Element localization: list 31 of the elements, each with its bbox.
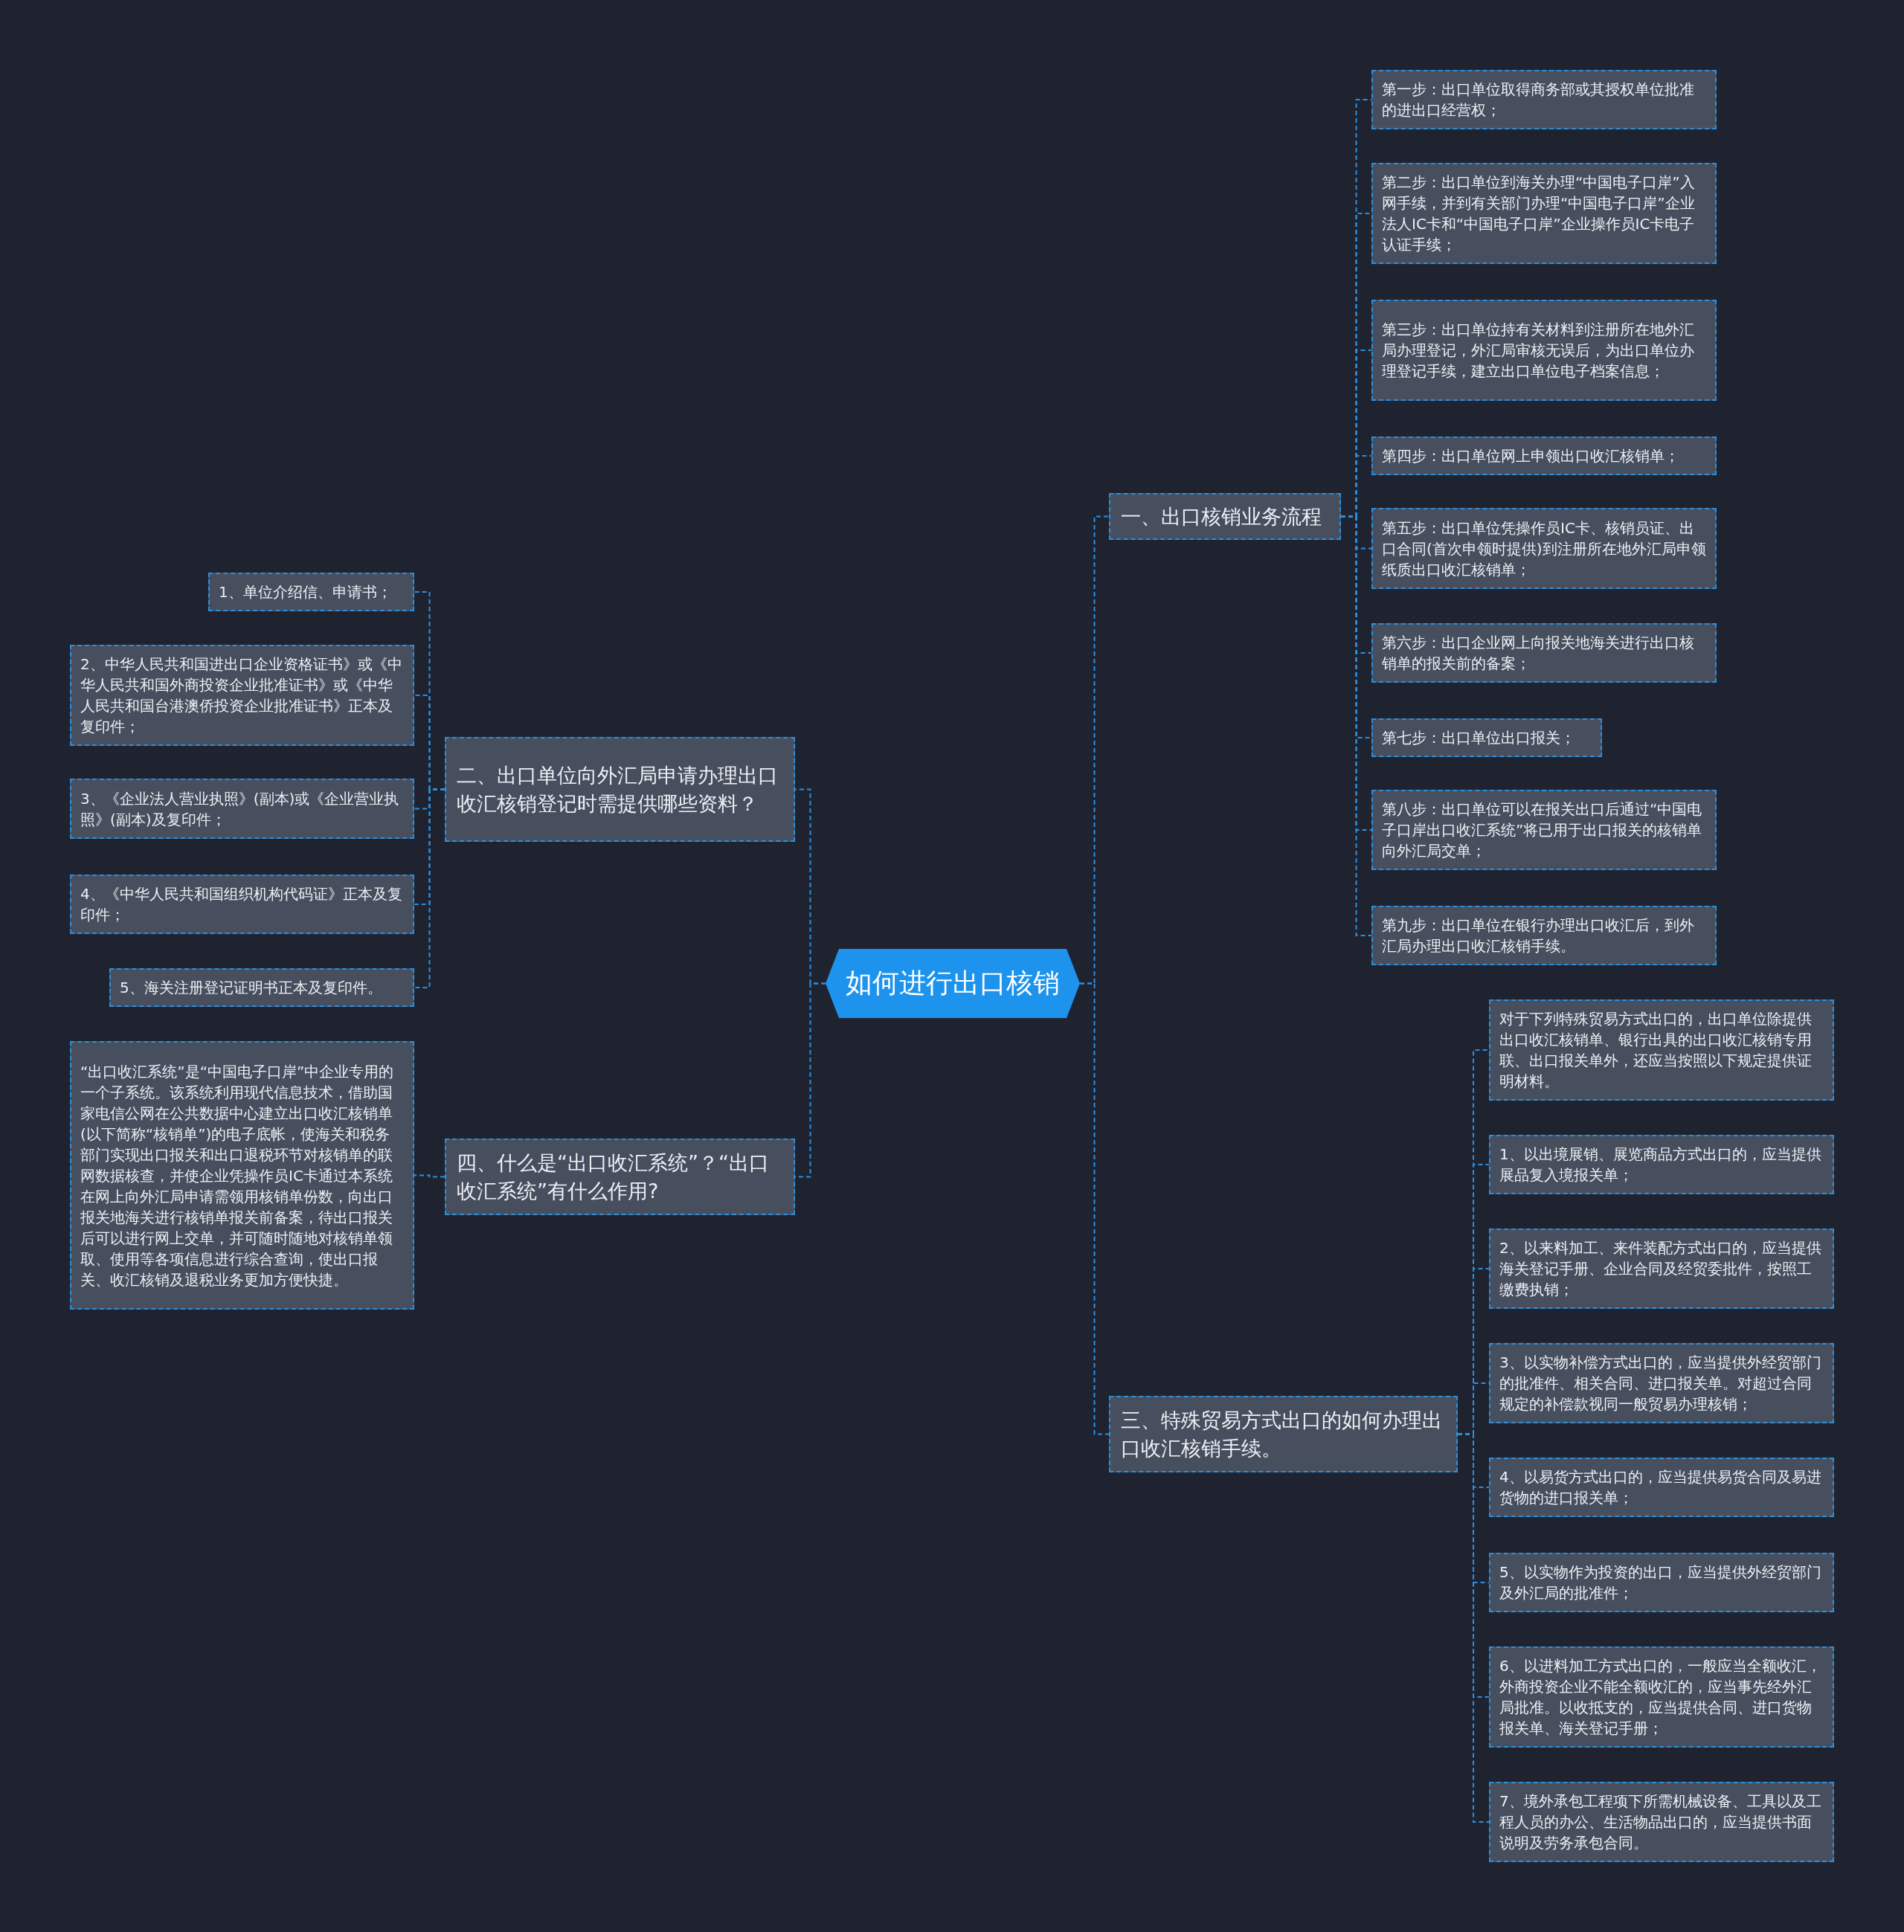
branch-topic: 二、出口单位向外汇局申请办理出口收汇核销登记时需提供哪些资料？ — [445, 737, 795, 842]
subtopic-note: 4、《中华人民共和国组织机构代码证》正本及复印件； — [70, 875, 414, 934]
connector-line — [1079, 982, 1110, 1435]
subtopic-note: 第六步：出口企业网上向报关地海关进行出口核销单的报关前的备案； — [1371, 623, 1717, 683]
subtopic-note: “出口收汇系统”是“中国电子口岸”中企业专用的一个子系统。该系统利用现代信息技术，借助国家电信公网在公共数据中心建立出口收汇核销单(以下简称“核销单”)的电子底帐，使海关和税务部门实现出口报关和出口退税环节对核销单的联网数据核查，并使企业凭操作员IC卡通过本系统在网上向外汇局申请需领用核销单份数，向出口报关地海关进行核销单报关前备案，待出口报关后可以进行网上交单，并可随时随地对核销单领取、使用等各项信息进行综合查询，使出口报关、收汇核销及退税业务更加方便快捷。 — [70, 1041, 414, 1310]
subtopic-note: 第五步：出口单位凭操作员IC卡、核销员证、出口合同(首次申领时提供)到注册所在地外汇局申领纸质出口收汇核销单； — [1371, 508, 1717, 589]
subtopic-note: 第三步：出口单位持有关材料到注册所在地外汇局办理登记，外汇局审核无误后，为出口单位办理登记手续，建立出口单位电子档案信息； — [1371, 300, 1717, 401]
subtopic-note: 1、单位介绍信、申请书； — [208, 573, 414, 611]
subtopic-note: 第九步：出口单位在银行办理出口收汇后，到外汇局办理出口收汇核销手续。 — [1371, 906, 1717, 965]
subtopic-note: 2、中华人民共和国进出口企业资格证书》或《中华人民共和国外商投资企业批准证书》或《中华人民共和国台港澳侨投资企业批准证书》正本及复印件； — [70, 645, 414, 746]
subtopic-note: 2、以来料加工、来件装配方式出口的，应当提供海关登记手册、企业合同及经贸委批件，按照工缴费执销； — [1489, 1229, 1834, 1309]
subtopic-note: 5、以实物作为投资的出口，应当提供外经贸部门及外汇局的批准件； — [1489, 1553, 1834, 1612]
subtopic-note: 3、《企业法人营业执照》(副本)或《企业营业执照》(副本)及复印件； — [70, 779, 414, 839]
topic-title: 如何进行出口核销 — [846, 967, 1060, 999]
subtopic-note: 6、以进料加工方式出口的，一般应当全额收汇，外商投资企业不能全额收汇的，应当事先经外汇局批准。以收抵支的，应当提供合同、进口货物报关单、海关登记手册； — [1489, 1646, 1834, 1748]
connector-line — [414, 788, 446, 988]
subtopic-note: 5、海关注册登记证明书正本及复印件。 — [109, 968, 414, 1007]
subtopic-note: 第二步：出口单位到海关办理“中国电子口岸”入网手续，并到有关部门办理“中国电子口岸”企业法人IC卡和“中国电子口岸”企业操作员IC卡电子认证手续； — [1371, 163, 1717, 264]
subtopic-note: 第四步：出口单位网上申领出口收汇核销单； — [1371, 437, 1717, 475]
subtopic-note: 对于下列特殊贸易方式出口的，出口单位除提供出口收汇核销单、银行出具的出口收汇核销专用联、出口报关单外，还应当按照以下规定提供证明材料。 — [1489, 999, 1834, 1101]
subtopic-note: 4、以易货方式出口的，应当提供易货合同及易进货物的进口报关单； — [1489, 1458, 1834, 1517]
subtopic-note: 7、境外承包工程项下所需机械设备、工具以及工程人员的办公、生活物品出口的，应当提供书面说明及劳务承包合同。 — [1489, 1782, 1834, 1862]
connector-line — [414, 1174, 446, 1178]
branch-topic: 一、出口核销业务流程 — [1109, 493, 1341, 540]
subtopic-note: 第八步：出口单位可以在报关出口后通过“中国电子口岸出口收汇系统”将已用于出口报关的核销单向外汇局交单； — [1371, 790, 1717, 870]
subtopic-note: 第七步：出口单位出口报关； — [1371, 718, 1602, 757]
branch-topic: 三、特殊贸易方式出口的如何办理出口收汇核销手续。 — [1109, 1396, 1458, 1472]
subtopic-note: 1、以出境展销、展览商品方式出口的，应当提供展品复入境报关单； — [1489, 1135, 1834, 1194]
subtopic-note: 第一步：出口单位取得商务部或其授权单位批准的进出口经营权； — [1371, 70, 1717, 129]
branch-topic: 四、什么是“出口收汇系统”？“出口收汇系统”有什么作用? — [445, 1139, 795, 1215]
subtopic-note: 3、以实物补偿方式出口的，应当提供外经贸部门的批准件、相关合同、进口报关单。对超过合同规定的补偿款视同一般贸易办理核销； — [1489, 1343, 1834, 1423]
